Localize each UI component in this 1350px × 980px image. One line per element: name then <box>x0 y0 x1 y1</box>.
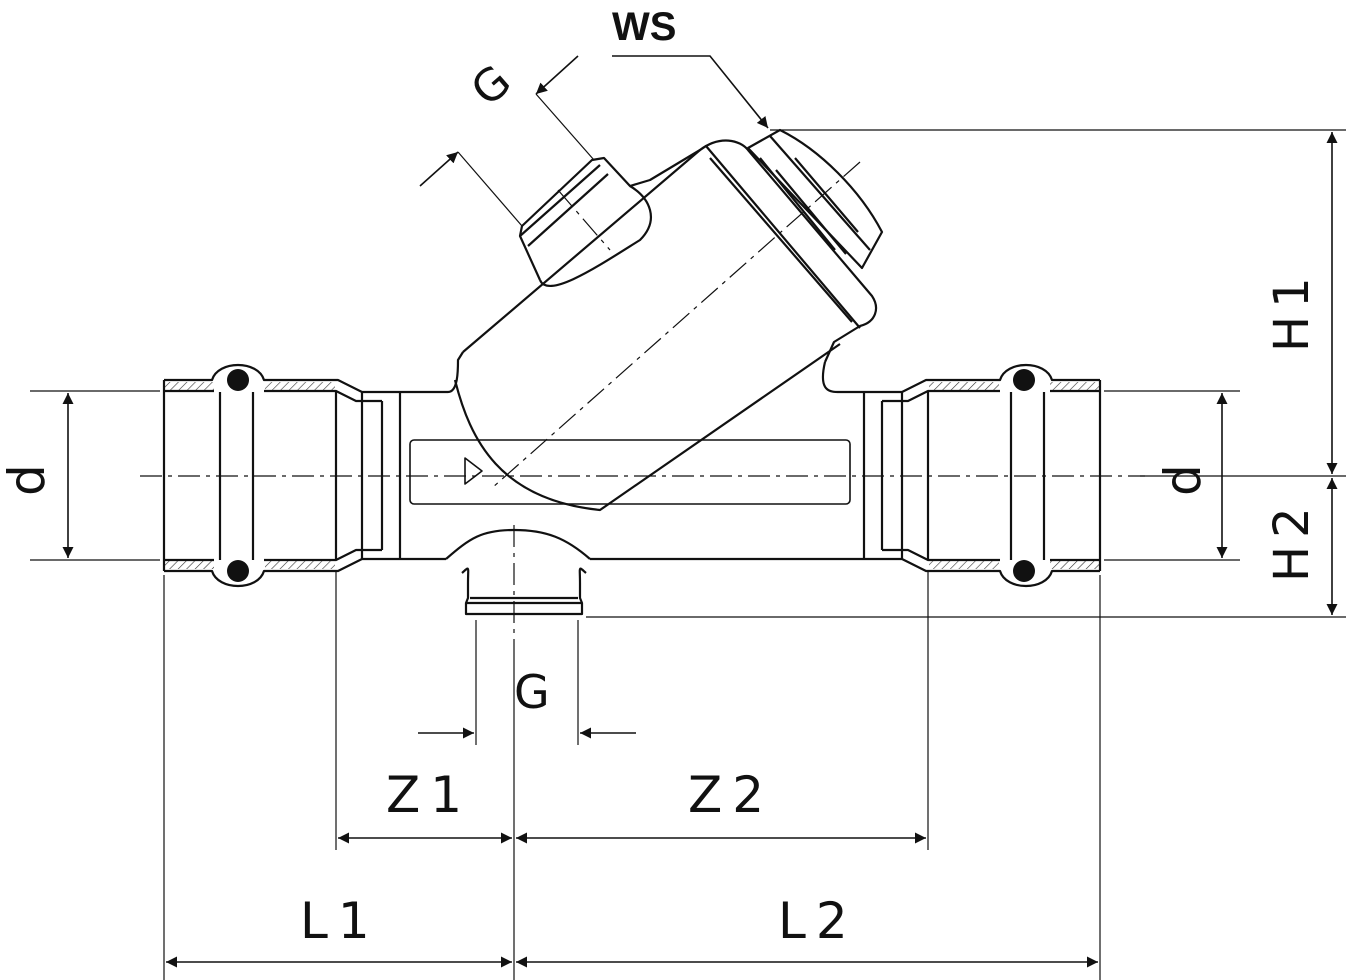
o-ring-icon <box>227 369 249 391</box>
dimension-lines <box>30 55 1346 980</box>
center-lines <box>140 161 1145 640</box>
drain-port <box>445 528 591 616</box>
dimension-labels: WS G G d d H1 H2 Z1 Z2 L1 L2 <box>0 5 1320 950</box>
o-ring-icon <box>227 560 249 582</box>
h2-label: H2 <box>1264 499 1320 582</box>
d-right-label: d <box>1154 464 1212 496</box>
ws-label: WS <box>612 5 676 49</box>
strainer-main-body <box>398 351 866 561</box>
screw-cap <box>746 128 884 270</box>
d-left-label: d <box>0 464 56 496</box>
flow-direction-icon <box>464 457 483 485</box>
o-ring-icon <box>1013 560 1035 582</box>
o-ring-icon <box>1013 369 1035 391</box>
fitting-body <box>162 128 1102 616</box>
z2-label: Z2 <box>688 766 774 824</box>
g-bottom-label: G <box>514 665 550 719</box>
l1-label: L1 <box>300 892 380 950</box>
g-top-label: G <box>462 55 521 116</box>
z1-label: Z1 <box>386 766 472 824</box>
h1-label: H1 <box>1264 269 1320 352</box>
strainer-chamber <box>453 128 884 512</box>
l2-label: L2 <box>778 892 858 950</box>
